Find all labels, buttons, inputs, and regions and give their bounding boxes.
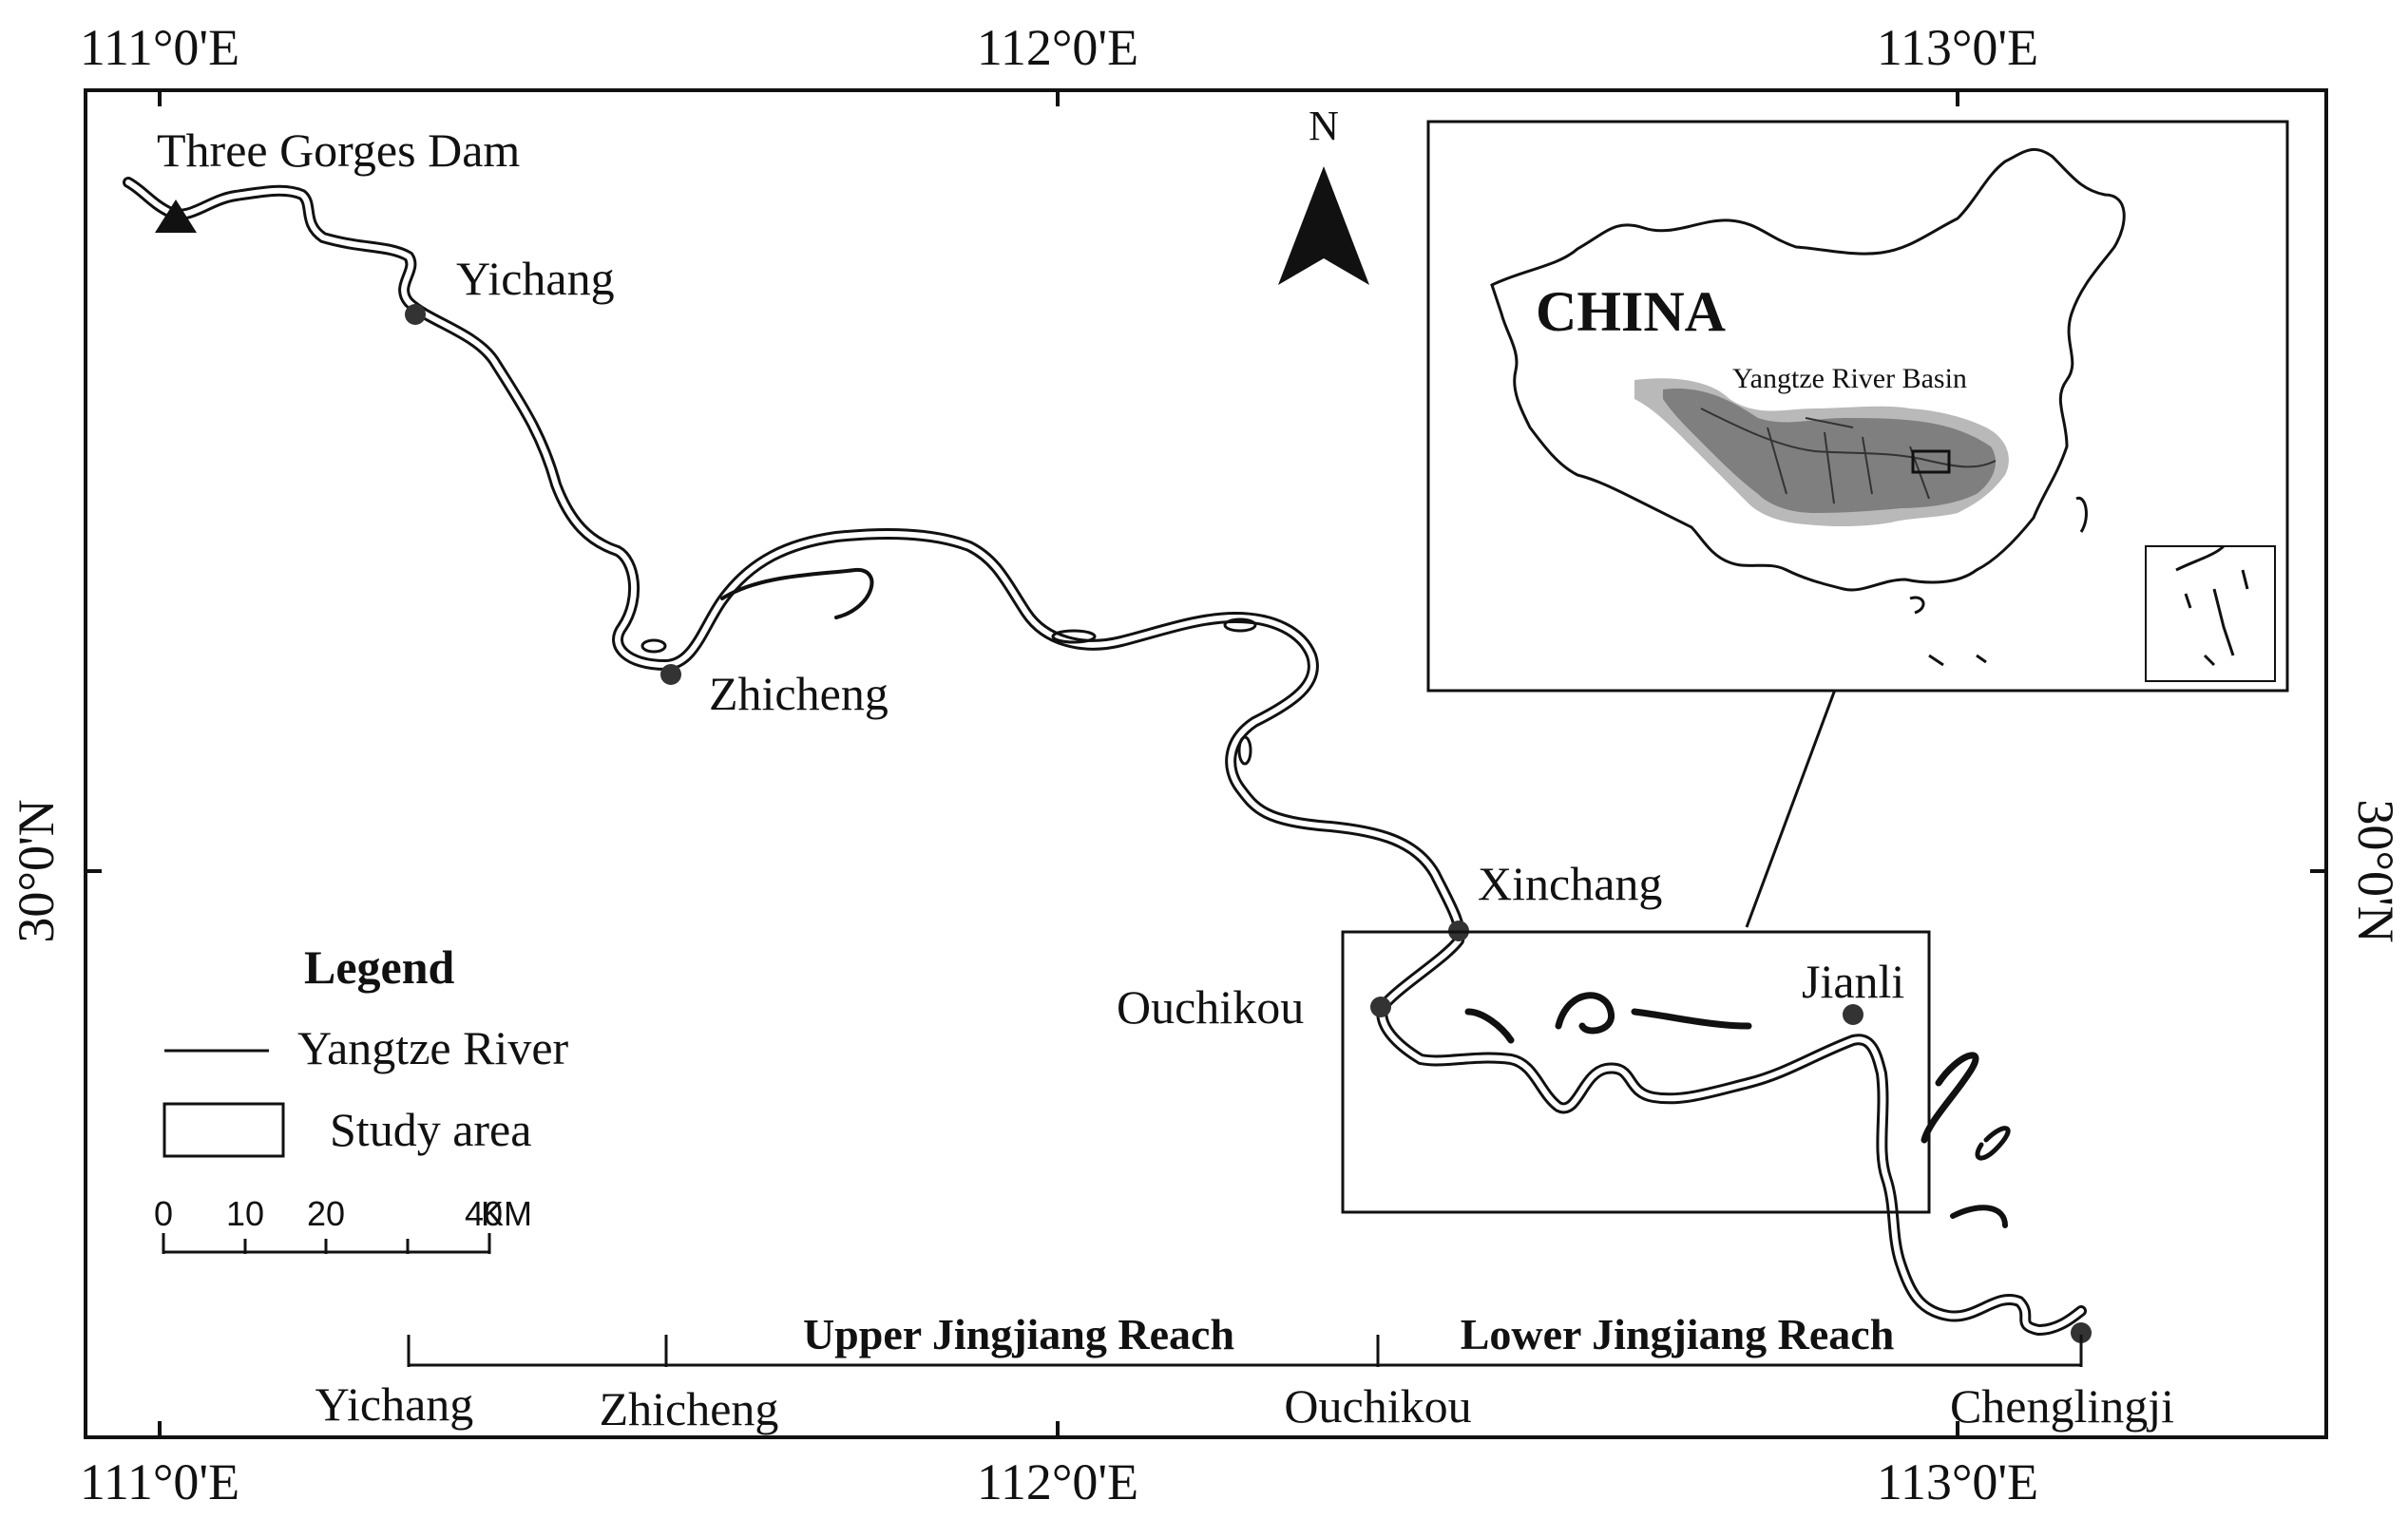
- reach-bar: Upper Jingjiang Reach Lower Jingjiang Re…: [315, 1310, 2174, 1435]
- legend-study-area-label: Study area: [330, 1103, 531, 1156]
- reach-station-label: Chenglingji: [1950, 1379, 2174, 1433]
- top-longitude-label: 112°0'E: [977, 19, 1138, 76]
- inset-rivers: [1700, 408, 1997, 504]
- taiwan-hainan-islands: [1909, 496, 2088, 667]
- north-arrow-icon: N: [1278, 103, 1369, 285]
- zhicheng-marker: [660, 664, 681, 685]
- svg-text:10: 10: [226, 1194, 264, 1233]
- reach-station-label: Ouchikou: [1284, 1379, 1471, 1433]
- yangtze-river: [123, 177, 2087, 1336]
- xinchang-label: Xinchang: [1478, 857, 1662, 910]
- dam-label: Three Gorges Dam: [157, 123, 520, 177]
- reach-station-label: Yichang: [315, 1377, 474, 1431]
- svg-text:N: N: [1309, 103, 1339, 149]
- yichang-label: Yichang: [456, 252, 615, 305]
- dam-marker-icon: [155, 199, 197, 233]
- left-latitude-label: 30°0'N: [8, 799, 65, 942]
- inset-study-box: [1911, 449, 1951, 474]
- legend-study-area-symbol: [162, 1102, 285, 1158]
- ouchikou-label: Ouchikou: [1117, 980, 1304, 1034]
- bottom-longitude-label: 112°0'E: [977, 1453, 1138, 1510]
- top-longitude-label: 111°0'E: [80, 19, 239, 76]
- jianli-label: Jianli: [1802, 955, 1904, 1008]
- bottom-longitude-label: 113°0'E: [1877, 1453, 2038, 1510]
- legend-title: Legend: [304, 940, 455, 994]
- zhicheng-label: Zhicheng: [709, 667, 889, 720]
- reach-station-label: Zhicheng: [600, 1382, 779, 1435]
- svg-text:40: 40: [465, 1194, 503, 1233]
- south-china-sea-box: [2145, 545, 2276, 682]
- scale-bar: 0 10 20 40 KM: [154, 1194, 532, 1254]
- south-china-sea-islands: [2175, 544, 2249, 667]
- chenglingji-marker: [2071, 1322, 2092, 1343]
- china-inset-map: CHINA Yangtze River Basin: [1426, 120, 2289, 693]
- study-area-box: [1341, 930, 1931, 1214]
- jianli-marker: [1843, 1004, 1863, 1025]
- svg-text:20: 20: [307, 1194, 345, 1233]
- top-longitude-label: 113°0'E: [1877, 19, 2038, 76]
- legend: Legend Yangtze River Study area: [162, 940, 569, 1158]
- upper-reach-label: Upper Jingjiang Reach: [803, 1310, 1234, 1358]
- svg-text:0: 0: [154, 1194, 173, 1233]
- ouchikou-marker: [1370, 997, 1391, 1017]
- yangtze-basin-shape: [1663, 389, 1996, 513]
- inset-country-label: CHINA: [1536, 280, 1726, 343]
- lower-reach-label: Lower Jingjiang Reach: [1461, 1310, 1895, 1358]
- inset-basin-label: Yangtze River Basin: [1732, 363, 1967, 394]
- map-frame: [84, 88, 2328, 1439]
- bottom-longitude-label: 111°0'E: [80, 1453, 239, 1510]
- svg-text:KM: KM: [481, 1194, 532, 1233]
- yichang-marker: [405, 304, 426, 325]
- graticule-ticks: [86, 90, 2326, 1437]
- legend-river-label: Yangtze River: [297, 1021, 569, 1074]
- right-latitude-label: 30°0'N: [2347, 799, 2404, 942]
